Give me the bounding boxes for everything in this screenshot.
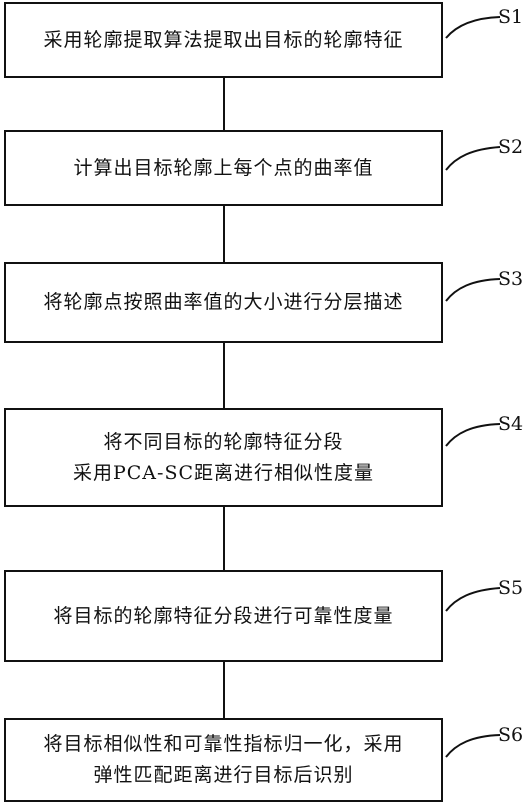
step-text-s3: 将轮廓点按照曲率值的大小进行分层描述: [43, 291, 404, 313]
step-box-s3: 将轮廓点按照曲率值的大小进行分层描述: [4, 262, 443, 343]
step-box-s4: 将不同目标的轮廓特征分段 采用PCA-SC距离进行相似性度量: [4, 408, 443, 507]
leader-s3: [445, 278, 501, 302]
step-text-s6: 将目标相似性和可靠性指标归一化，采用 弹性匹配距离进行目标后识别: [43, 733, 404, 786]
leader-s4: [445, 423, 501, 447]
step-box-s6: 将目标相似性和可靠性指标归一化，采用 弹性匹配距离进行目标后识别: [4, 718, 443, 802]
leader-s5: [445, 587, 501, 612]
step-box-s5: 将目标的轮廓特征分段进行可靠性度量: [4, 570, 443, 662]
step-box-s2: 计算出目标轮廓上每个点的曲率值: [4, 130, 443, 206]
leader-s6: [445, 734, 501, 758]
step-text-s2: 计算出目标轮廓上每个点的曲率值: [73, 156, 374, 179]
step-label-s1: S1: [498, 6, 523, 28]
leader-s1: [445, 16, 501, 39]
step-label-s6: S6: [498, 724, 523, 746]
step-label-s2: S2: [498, 136, 523, 158]
step-label-s5: S5: [498, 577, 523, 599]
step-text-s4: 将不同目标的轮廓特征分段 采用PCA-SC距离进行相似性度量: [72, 430, 375, 484]
step-label-s3: S3: [498, 268, 523, 290]
leader-s2: [445, 146, 501, 171]
step-text-s5: 将目标的轮廓特征分段进行可靠性度量: [53, 604, 394, 627]
step-label-s4: S4: [498, 413, 523, 435]
step-box-s1: 采用轮廓提取算法提取出目标的轮廓特征: [4, 2, 443, 78]
step-text-s1: 采用轮廓提取算法提取出目标的轮廓特征: [43, 28, 404, 51]
